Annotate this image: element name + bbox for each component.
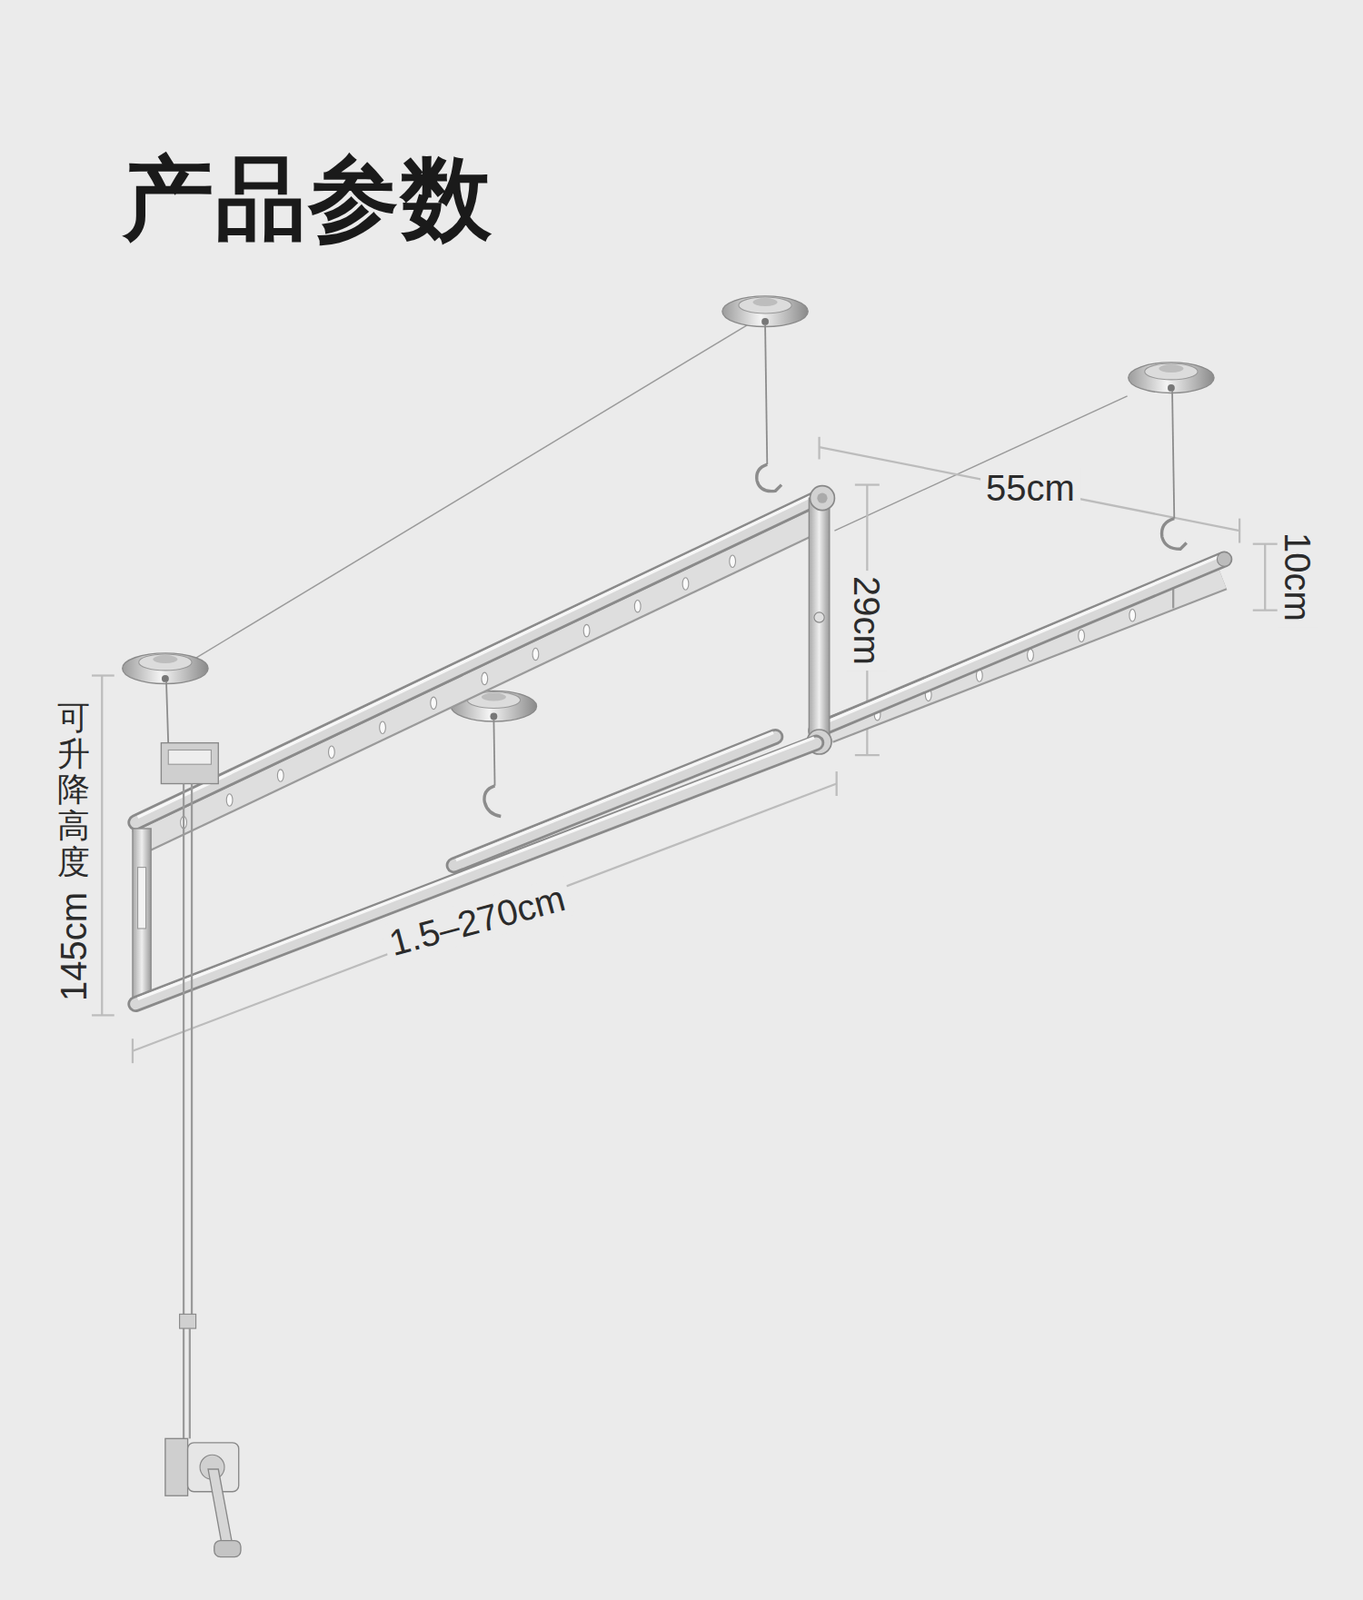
dimension-tick <box>1238 518 1241 544</box>
dimension-line <box>1263 544 1266 611</box>
dimension-line <box>100 676 103 1016</box>
vertical-label: 可升降高度 <box>57 699 90 880</box>
dimension-tick <box>91 1014 115 1016</box>
front-lower-rod <box>135 737 816 1005</box>
hook <box>756 464 782 492</box>
dimension-tick <box>855 483 880 486</box>
cable <box>834 396 1127 531</box>
dimension-label: 55cm <box>980 467 1081 508</box>
cord <box>166 681 169 746</box>
dimension-tick <box>1253 609 1278 612</box>
front-upper-rod <box>135 491 823 843</box>
ceiling-mount <box>722 296 808 328</box>
dimension-label: 1.5–270cm <box>379 875 575 965</box>
dimension-label: 10cm <box>1277 527 1318 628</box>
back-rod <box>815 552 1232 731</box>
cord <box>765 324 767 465</box>
dimension-line <box>132 784 837 1052</box>
hook <box>484 785 501 817</box>
cord <box>493 719 495 786</box>
dimension-label: 29cm <box>846 570 887 671</box>
dimension-lines <box>91 437 1278 1064</box>
dimension-label: 145cm <box>53 886 94 1007</box>
ceiling-mount <box>1128 362 1214 394</box>
dimension-tick <box>1253 543 1278 546</box>
dimension-tick <box>91 674 115 677</box>
dimension-tick <box>131 1038 134 1064</box>
end-brackets <box>132 486 835 1005</box>
dimension-tick <box>817 437 820 460</box>
hook <box>1162 518 1187 550</box>
cable <box>183 324 748 666</box>
dimension-tick <box>835 771 838 796</box>
dimension-tick <box>855 754 880 757</box>
ceiling-mount <box>122 653 209 685</box>
page-title: 产品参数 <box>122 152 494 244</box>
cord <box>1172 390 1174 518</box>
middle-rod <box>454 732 777 866</box>
hand-crank <box>165 784 241 1558</box>
cables <box>183 324 1128 666</box>
dimension-line <box>819 447 1241 531</box>
